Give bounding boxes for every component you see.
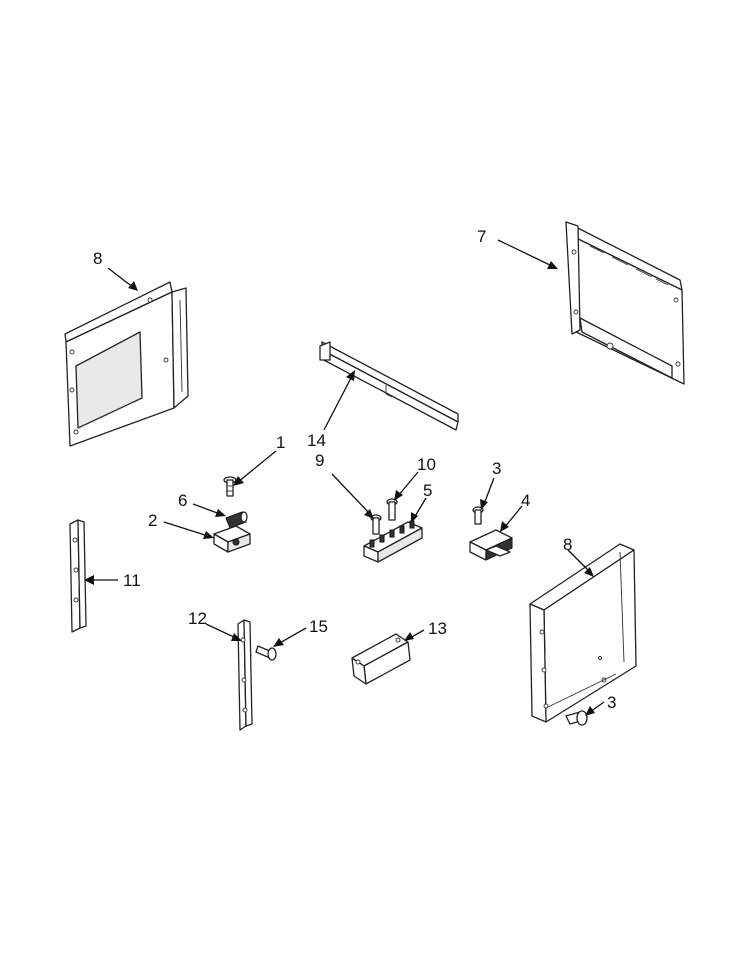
part-4-module [469, 529, 513, 561]
callout-8-bottom: 8 [563, 535, 572, 554]
callout-3-bottom: 3 [607, 693, 616, 712]
callout-labels: 8 7 14 1 9 10 3 5 6 4 2 8 11 12 15 13 3 [93, 227, 616, 712]
callout-5: 5 [423, 481, 432, 500]
part-12-rail [237, 619, 253, 731]
part-6-pin [225, 511, 248, 529]
leader-lines [84, 239, 605, 716]
callout-13: 13 [428, 619, 447, 638]
part-2-block [213, 525, 251, 553]
callout-10: 10 [417, 455, 436, 474]
part-3-screw-bottom [565, 710, 588, 726]
callout-8-top: 8 [93, 249, 102, 268]
part-7-right-panel [565, 221, 685, 385]
part-14-bar [319, 341, 459, 431]
part-8-right-panel [529, 543, 637, 723]
part-11-rail [69, 519, 87, 633]
callout-14: 14 [307, 431, 326, 450]
callout-12: 12 [188, 609, 207, 628]
callout-9: 9 [315, 451, 324, 470]
callout-1: 1 [276, 433, 285, 452]
callout-6: 6 [178, 491, 187, 510]
part-9-screw [370, 514, 382, 535]
part-5-terminal-block [363, 520, 423, 563]
part-10-screw [386, 498, 398, 521]
callout-3-top: 3 [492, 459, 501, 478]
callout-2: 2 [148, 511, 157, 530]
callout-7: 7 [477, 227, 486, 246]
callout-11: 11 [123, 571, 141, 590]
callout-15: 15 [309, 617, 328, 636]
part-3-screw-top [472, 506, 484, 525]
part-13-bracket [351, 633, 411, 685]
part-1-screw [223, 476, 237, 497]
part-8-left-panel [64, 281, 189, 447]
part-15-screw [255, 645, 277, 661]
callout-4: 4 [521, 491, 530, 510]
